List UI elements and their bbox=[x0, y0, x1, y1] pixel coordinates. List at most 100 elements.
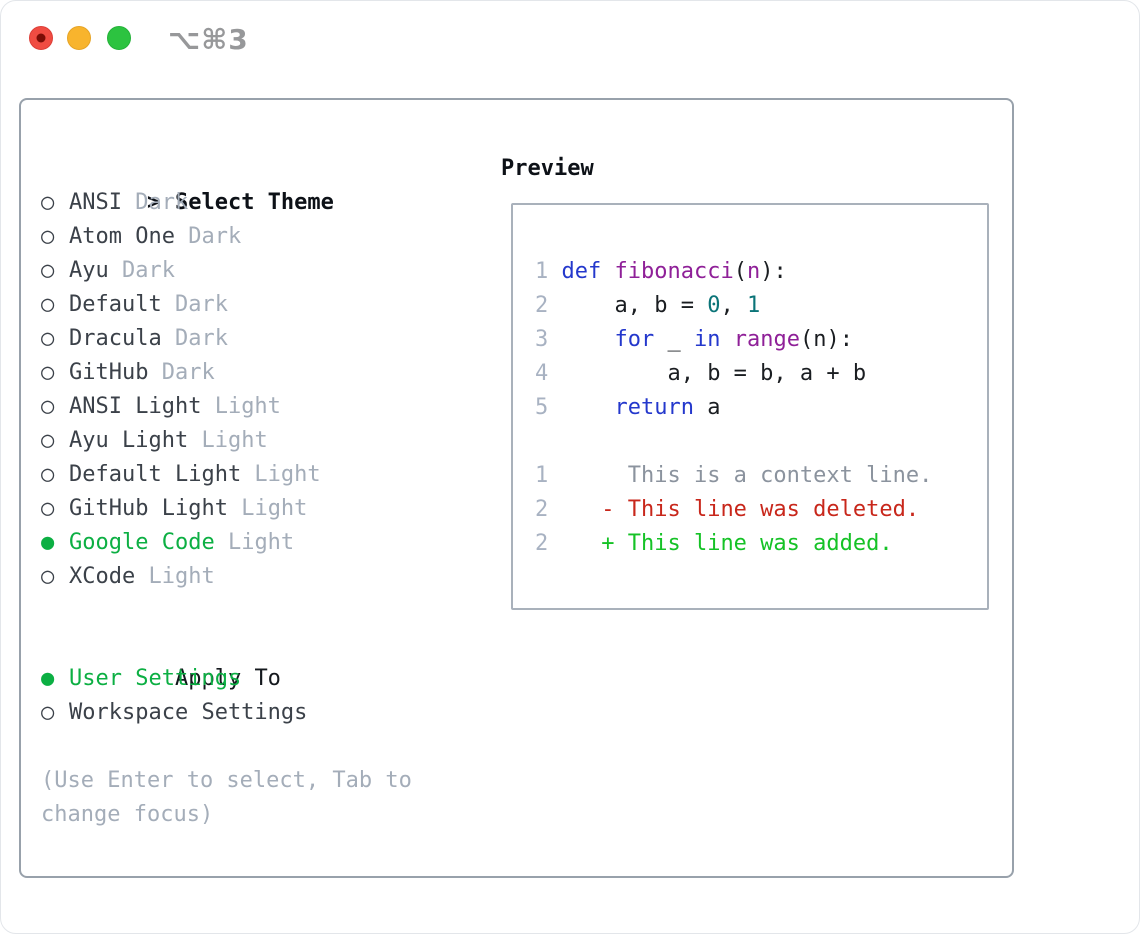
apply-option-workspace-settings[interactable]: ○ Workspace Settings bbox=[41, 696, 491, 730]
token-plain: ): bbox=[760, 259, 787, 284]
radio-icon: ○ bbox=[41, 326, 55, 351]
theme-variant-label: Dark bbox=[121, 190, 189, 215]
theme-option-ansi[interactable]: ○ANSI Dark bbox=[41, 186, 491, 220]
token-add: + This line was added. bbox=[561, 531, 893, 556]
radio-icon: ○ bbox=[41, 564, 55, 589]
minimize-button[interactable] bbox=[67, 26, 91, 50]
close-dot-icon bbox=[36, 33, 46, 43]
theme-variant-label: Dark bbox=[174, 224, 242, 249]
token-ln: 1 bbox=[535, 259, 562, 284]
theme-variant-label: Dark bbox=[161, 292, 228, 317]
window-shortcut-label: ⌥⌘3 bbox=[168, 23, 249, 56]
radio-icon: ○ bbox=[41, 700, 55, 725]
theme-option-google-code[interactable]: ●Google Code Light bbox=[41, 526, 491, 560]
theme-variant-label: Light bbox=[227, 496, 308, 521]
radio-icon: ○ bbox=[41, 462, 55, 487]
preview-blank-line bbox=[535, 425, 977, 459]
apply-to-title: Apply To bbox=[174, 666, 281, 691]
theme-variant-label: Dark bbox=[148, 360, 215, 385]
help-text-line-2: change focus) bbox=[41, 802, 214, 827]
zoom-button[interactable] bbox=[107, 26, 131, 50]
token-plain: _ bbox=[654, 327, 694, 352]
close-button[interactable] bbox=[29, 26, 53, 50]
theme-option-ayu[interactable]: ○Ayu Dark bbox=[41, 254, 491, 288]
token-ln: 4 bbox=[535, 361, 562, 386]
preview-line: 5 return a bbox=[535, 391, 977, 425]
token-kw: def bbox=[561, 259, 602, 284]
theme-list-column: >Select Theme ○ANSI Dark○Atom One Dark○A… bbox=[41, 152, 491, 832]
token-kw: in bbox=[693, 327, 721, 352]
preview-line: 1 def fibonacci(n): bbox=[535, 255, 977, 289]
token-ln: 2 bbox=[535, 531, 562, 556]
token-kw: for bbox=[614, 327, 655, 352]
token-plain: (n): bbox=[799, 327, 853, 352]
theme-name: Atom One bbox=[69, 224, 175, 249]
theme-variant-label: Dark bbox=[108, 258, 175, 283]
theme-option-github-light[interactable]: ○ GitHub Light Light bbox=[41, 492, 491, 526]
theme-variant-label: Dark bbox=[161, 326, 228, 351]
token-num: 0 bbox=[707, 293, 721, 318]
theme-variant-label: Light bbox=[135, 564, 215, 589]
theme-name: Google Code bbox=[69, 530, 215, 555]
token-num: 1 bbox=[746, 293, 761, 318]
apply-option-label: Workspace Settings bbox=[69, 700, 308, 725]
radio-icon: ○ bbox=[41, 190, 55, 215]
preview-column: Preview bbox=[501, 152, 1001, 186]
token-plain: a bbox=[693, 395, 721, 420]
radio-icon: ○ bbox=[41, 428, 55, 453]
preview-line: 1 This is a context line. bbox=[535, 459, 977, 493]
token-plain bbox=[720, 327, 733, 352]
token-plain bbox=[562, 395, 615, 420]
theme-name: Default Light bbox=[69, 462, 242, 487]
apply-to-list: ● User Settings ○ Workspace Settings bbox=[41, 662, 491, 730]
theme-variant-label: Light bbox=[241, 462, 321, 487]
apply-option-user-settings[interactable]: ● User Settings bbox=[41, 662, 491, 696]
theme-name: GitHub Light bbox=[69, 496, 228, 521]
theme-option-ansi-light[interactable]: ○ANSI Light Light bbox=[41, 390, 491, 424]
theme-option-default[interactable]: ○ Default Dark bbox=[41, 288, 491, 322]
theme-option-atom-one[interactable]: ○ Atom One Dark bbox=[41, 220, 491, 254]
theme-name: Ayu bbox=[69, 258, 109, 283]
token-plain: a, b = bbox=[561, 293, 708, 318]
radio-icon: ○ bbox=[41, 360, 55, 385]
token-ln: 3 bbox=[535, 327, 562, 352]
token-plain: ( bbox=[733, 259, 747, 284]
help-text-line-1: (Use Enter to select, Tab to bbox=[41, 768, 412, 793]
theme-option-dracula[interactable]: ○ Dracula Dark bbox=[41, 322, 491, 356]
selected-radio-icon: ● bbox=[41, 530, 55, 555]
theme-variant-label: Light bbox=[188, 428, 268, 453]
theme-name: Ayu Light bbox=[69, 428, 189, 453]
radio-icon: ○ bbox=[41, 224, 55, 249]
radio-icon: ○ bbox=[41, 496, 55, 521]
radio-icon: ○ bbox=[41, 394, 55, 419]
title-bar: ⌥⌘3 bbox=[1, 1, 1139, 75]
theme-name: Dracula bbox=[69, 326, 162, 351]
theme-variant-label: Light bbox=[201, 394, 281, 419]
preview-line: 4 a, b = b, a + b bbox=[535, 357, 977, 391]
token-plain: a, b = b, a + b bbox=[561, 361, 867, 386]
apply-option-label: User Settings bbox=[69, 666, 242, 691]
theme-name: Default bbox=[69, 292, 162, 317]
theme-list: ○ANSI Dark○Atom One Dark○Ayu Dark○Defaul… bbox=[41, 186, 491, 594]
token-ln: 1 bbox=[535, 463, 562, 488]
token-kw: return bbox=[614, 395, 694, 420]
token-fn: n bbox=[746, 259, 761, 284]
token-plain: , bbox=[720, 293, 747, 318]
token-ln: 2 bbox=[535, 497, 562, 522]
token-plain bbox=[601, 259, 614, 284]
token-fn: fibonacci bbox=[614, 259, 734, 284]
theme-option-github[interactable]: ○GitHub Dark bbox=[41, 356, 491, 390]
theme-option-xcode[interactable]: ○XCode Light bbox=[41, 560, 491, 594]
token-fn: range bbox=[733, 327, 800, 352]
token-ctx: This is a context line. bbox=[561, 463, 933, 488]
radio-icon: ○ bbox=[41, 292, 55, 317]
theme-option-ayu-light[interactable]: ○ Ayu Light Light bbox=[41, 424, 491, 458]
preview-line: 2 - This line was deleted. bbox=[535, 493, 977, 527]
prompt-icon: > bbox=[146, 190, 161, 215]
selected-radio-icon: ● bbox=[41, 666, 55, 691]
select-theme-heading: >Select Theme bbox=[41, 152, 491, 215]
token-del: - This line was deleted. bbox=[561, 497, 920, 522]
theme-option-default-light[interactable]: ○ Default Light Light bbox=[41, 458, 491, 492]
